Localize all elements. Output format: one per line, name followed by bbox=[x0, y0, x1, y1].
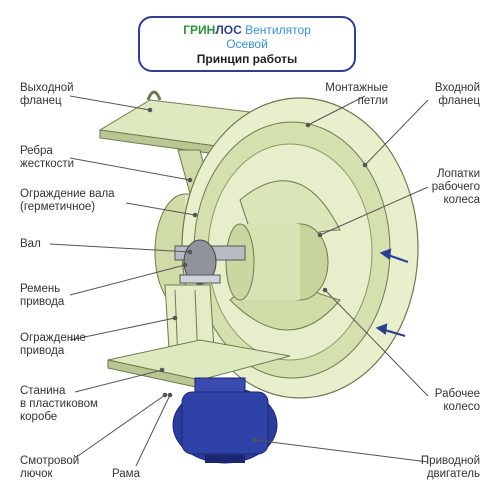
leader-lines bbox=[49, 95, 429, 467]
impeller bbox=[225, 180, 341, 331]
label-shaft-guard: Ограждение вала(герметичное) bbox=[20, 188, 115, 213]
product-type: Осевой bbox=[226, 37, 268, 51]
brand-blue: ЛОС bbox=[215, 23, 242, 37]
motor bbox=[172, 377, 278, 464]
flow-arrows bbox=[375, 248, 409, 338]
label-base: Рама bbox=[112, 468, 140, 480]
brand-green: ГРИН bbox=[183, 23, 216, 37]
shaft-assembly bbox=[174, 239, 246, 285]
label-shaft: Вал bbox=[20, 238, 41, 250]
title-subtitle: Принцип работы bbox=[196, 52, 298, 66]
title-box: ГРИНЛОС Вентилятор Осевой Принцип работы bbox=[138, 16, 356, 72]
product-name: Вентилятор bbox=[245, 23, 311, 37]
frame bbox=[107, 284, 291, 389]
